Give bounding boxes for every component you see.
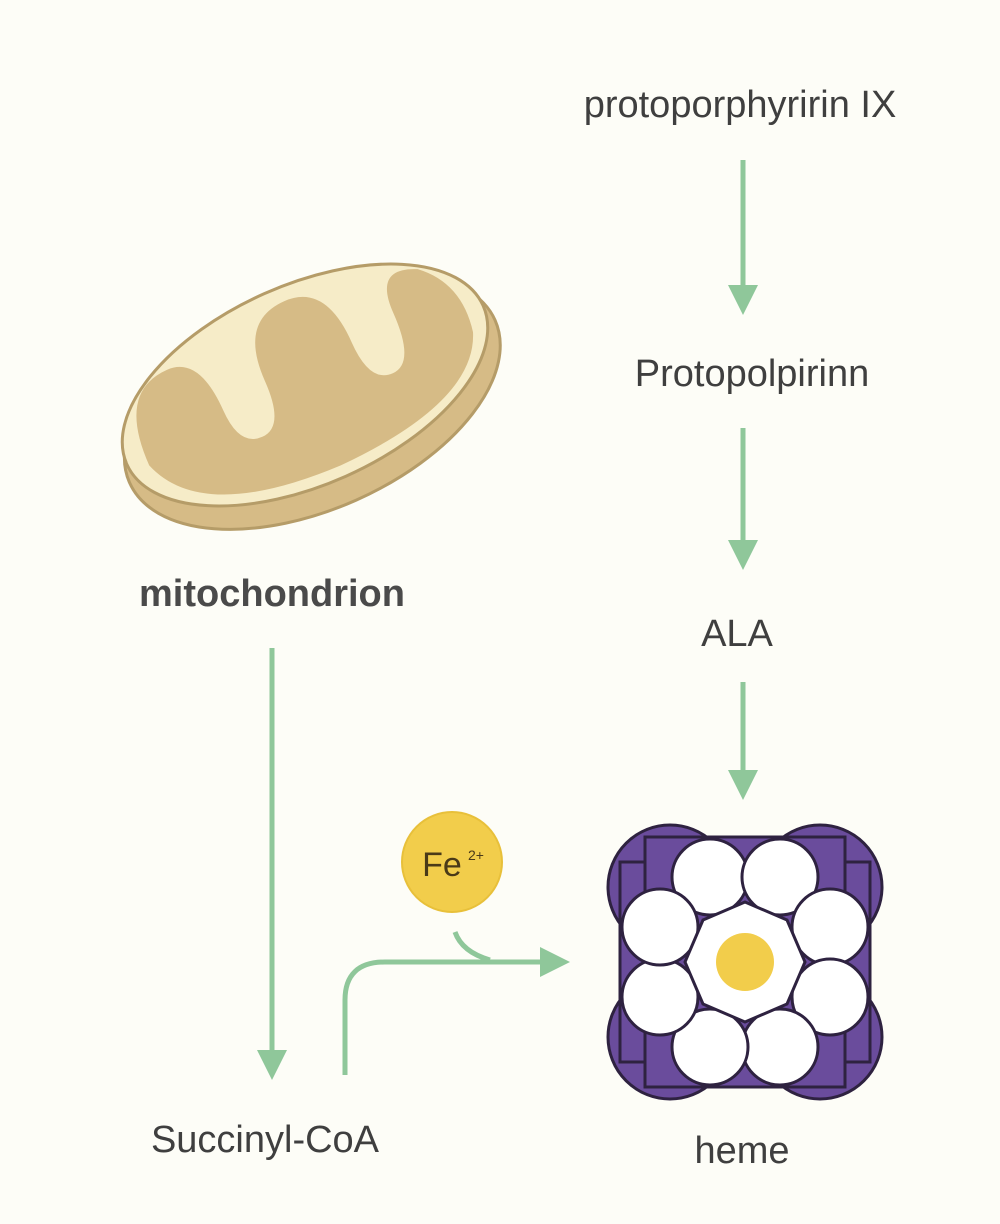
label-heme: heme xyxy=(694,1130,789,1172)
arrow-succinyl-to-heme xyxy=(342,947,570,1075)
heme-molecule-icon xyxy=(606,823,884,1101)
iron-label: Fe xyxy=(422,846,462,884)
iron-charge-label: 2+ xyxy=(468,847,484,863)
mitochondrion-icon xyxy=(120,262,502,531)
label-mitochondrion: mitochondrion xyxy=(139,573,405,615)
arrow-iron-join xyxy=(452,931,491,963)
label-succinyl-coa: Succinyl-CoA xyxy=(151,1119,380,1161)
iron-ion-icon: Fe 2+ xyxy=(401,811,503,913)
label-protoporphyrin-ix: protoporphyririn IX xyxy=(584,84,897,126)
label-ala: ALA xyxy=(701,613,773,655)
label-protopolpirinn: Protopolpirinn xyxy=(635,353,869,395)
